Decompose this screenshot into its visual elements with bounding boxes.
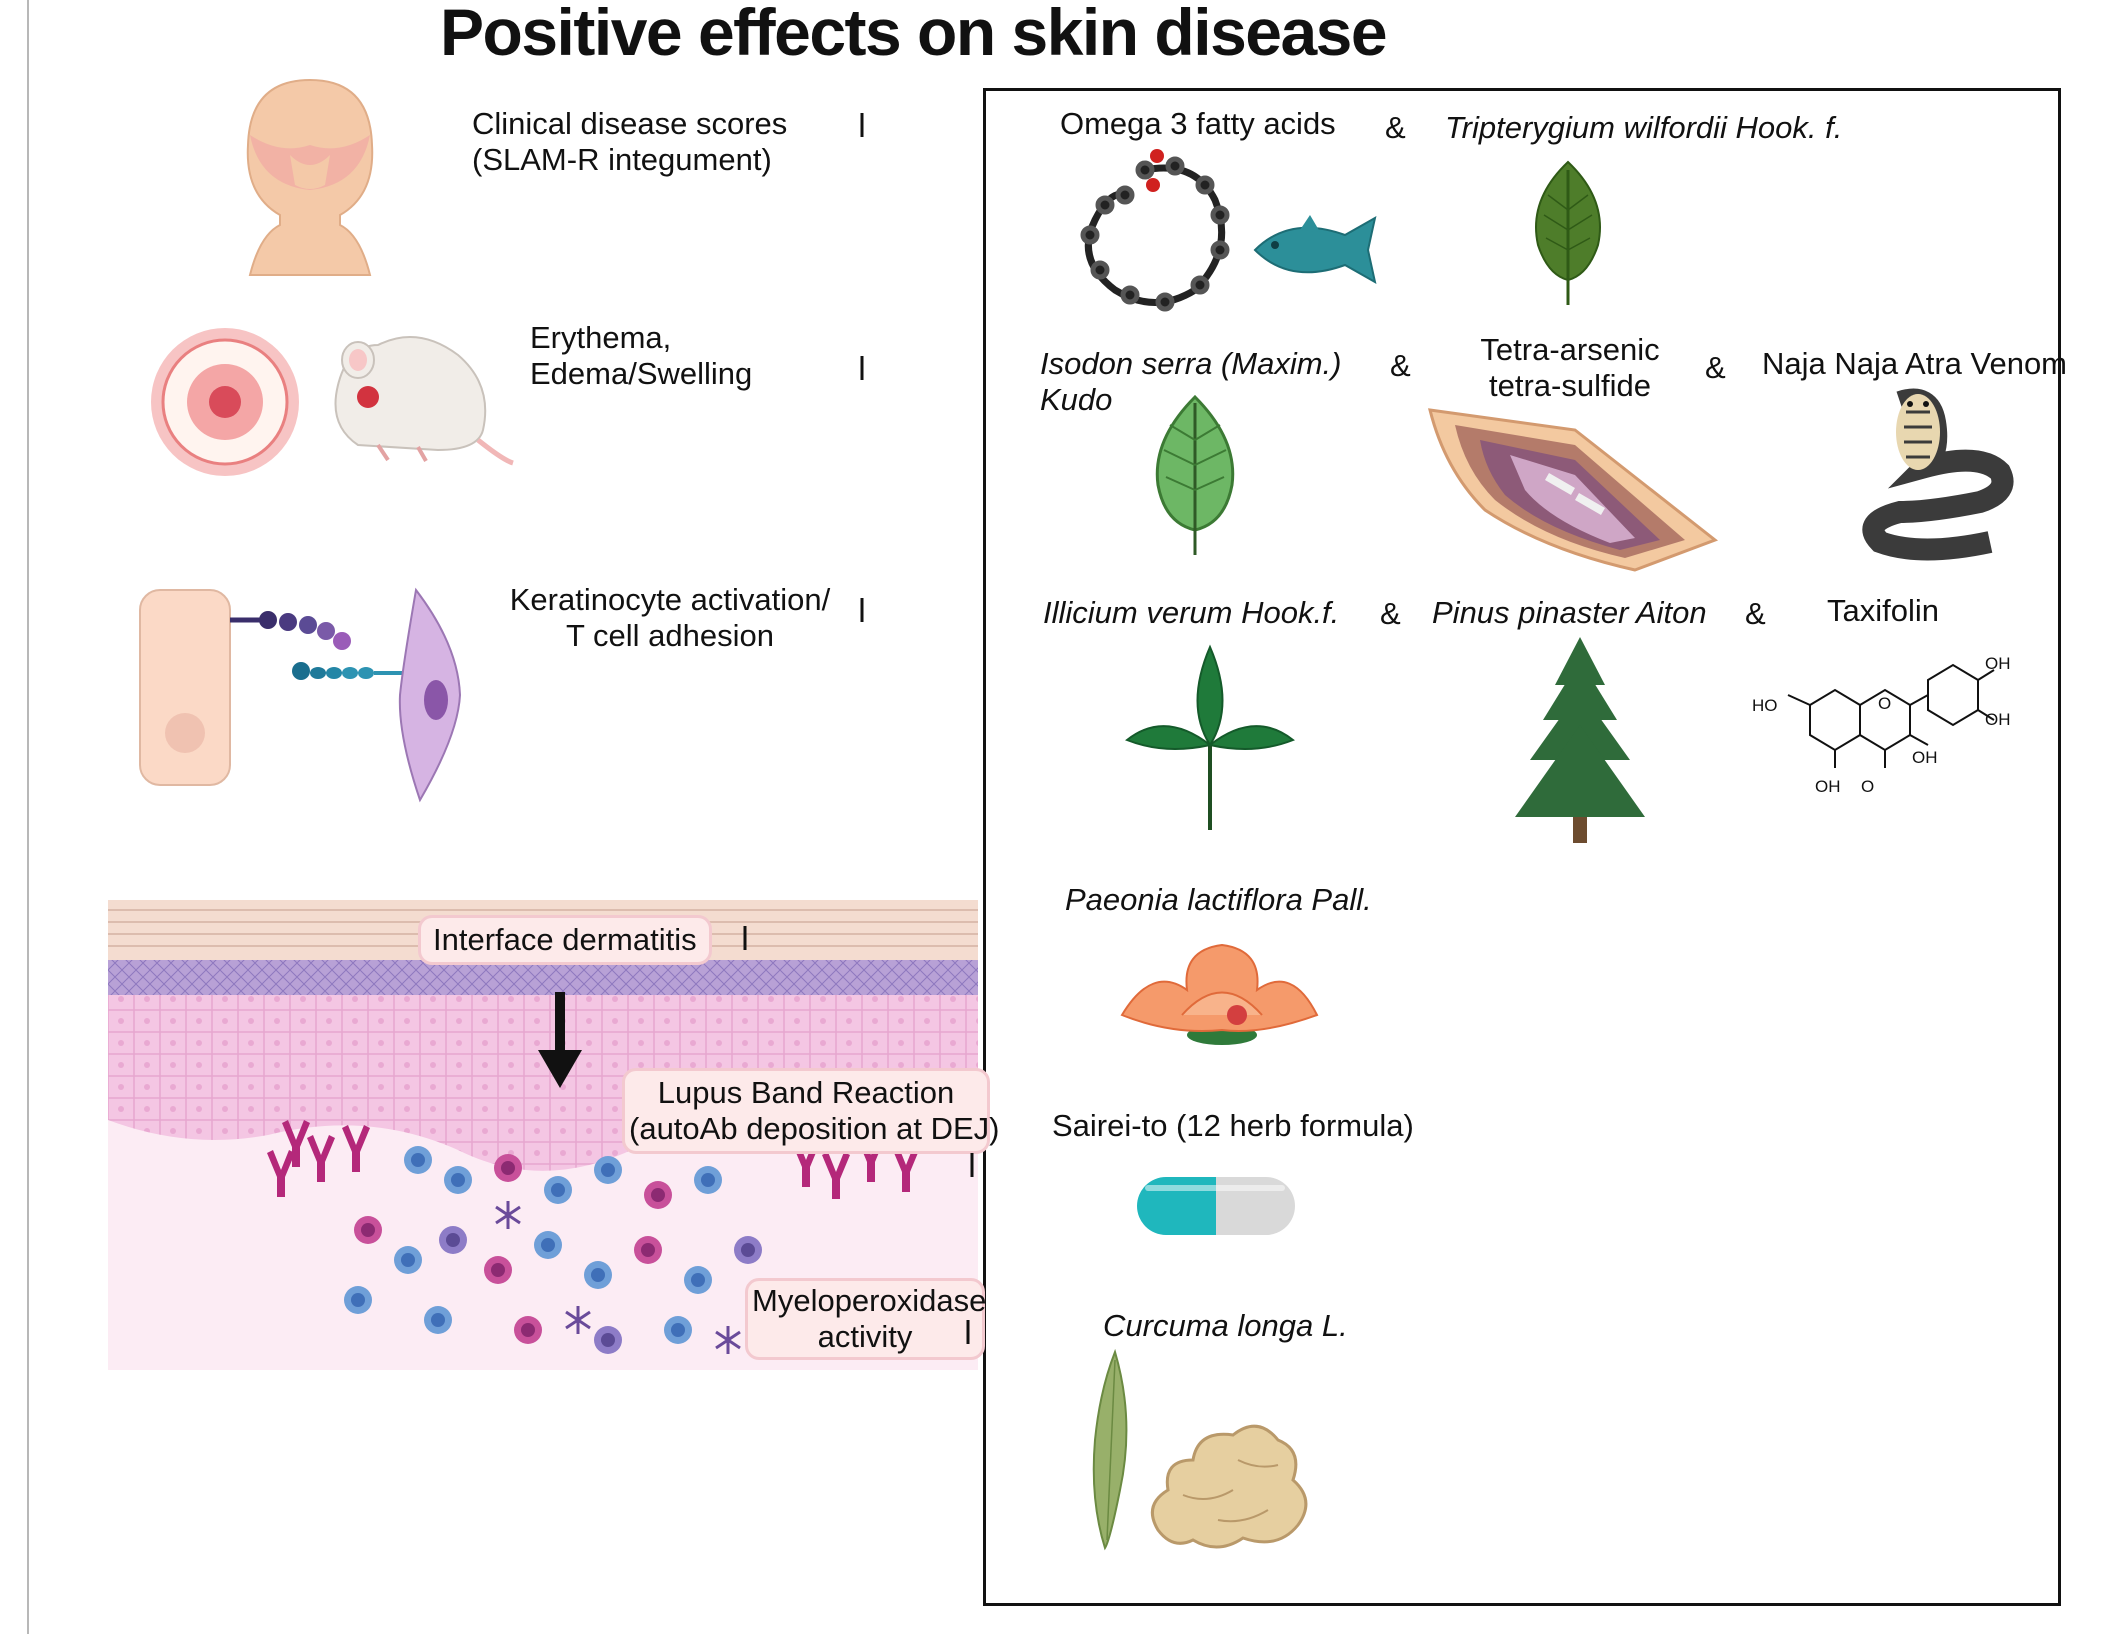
taxifolin-oh-4: OH xyxy=(1815,777,1841,796)
treatment-pinus: Pinus pinaster Aiton xyxy=(1432,595,1707,630)
effect-clinical-line1: Clinical disease scores xyxy=(472,106,788,141)
effect-myeloperoxidase-line1: Myeloperoxidase xyxy=(752,1283,987,1318)
treatment-sairei: Sairei-to (12 herb formula) xyxy=(1052,1108,1414,1143)
taxifolin-o-ring: O xyxy=(1878,694,1892,713)
taxifolin-o-keto: O xyxy=(1861,777,1875,796)
effect-interface-dermatitis: Interface dermatitis xyxy=(418,915,712,965)
effect-keratinocyte-line1: Keratinocyte activation/ xyxy=(509,582,831,617)
taxifolin-oh-3: OH xyxy=(1912,748,1938,767)
treatment-tripterygium: Tripterygium wilfordii Hook. f. xyxy=(1445,110,1843,145)
treatment-illicium: Illicium verum Hook.f. xyxy=(1043,595,1340,630)
effect-lupus-band-line1: Lupus Band Reaction xyxy=(657,1075,955,1110)
effect-lupus-band: Lupus Band Reaction (autoAb deposition a… xyxy=(622,1068,1000,1154)
ampersand-r1a: & xyxy=(1385,110,1406,145)
treatment-isodon: Isodon serra (Maxim.) Kudo xyxy=(1040,346,1341,418)
head-rash-illustration xyxy=(246,78,374,276)
effect-keratinocyte: Keratinocyte activation/ T cell adhesion xyxy=(500,582,840,654)
taxifolin-structure-icon xyxy=(1787,663,1995,768)
ampersand-r3b: & xyxy=(1745,596,1766,631)
taxifolin-oh-1: OH xyxy=(1985,654,2011,673)
curcuma-leaf-icon xyxy=(1092,1348,1128,1551)
cobra-icon xyxy=(1862,388,2014,561)
effect-clinical-line2: (SLAM-R integument) xyxy=(472,142,772,177)
treatment-omega3: Omega 3 fatty acids xyxy=(1060,106,1336,141)
effect-myeloperoxidase: Myeloperoxidase activity xyxy=(745,1278,987,1360)
mineral-crystal-icon xyxy=(1428,408,1719,572)
turmeric-root-icon xyxy=(1150,1424,1308,1549)
ampersand-r2b: & xyxy=(1705,350,1726,385)
omega3-molecule-icon xyxy=(1080,149,1230,312)
paeonia-flower-icon xyxy=(1120,943,1319,1045)
effect-clinical-scores: Clinical disease scores (SLAM-R integume… xyxy=(472,106,787,178)
effect-erythema-line1: Erythema, xyxy=(530,320,672,355)
effect-erythema: Erythema, Edema/Swelling xyxy=(530,320,752,392)
skin-lesion-illustration xyxy=(151,328,299,476)
effect-keratinocyte-line2: T cell adhesion xyxy=(566,618,774,653)
treatment-tetra-arsenic-line1: Tetra-arsenic xyxy=(1480,332,1660,367)
treatments-box xyxy=(983,88,2061,1606)
treatment-naja: Naja Naja Atra Venom xyxy=(1762,346,2068,381)
ampersand-r2a: & xyxy=(1390,348,1411,383)
treatment-tetra-arsenic-line2: tetra-sulfide xyxy=(1489,368,1651,403)
isodon-leaf-icon xyxy=(1155,394,1235,555)
treatment-tetra-arsenic: Tetra-arsenic tetra-sulfide xyxy=(1470,332,1670,404)
figure-title: Positive effects on skin disease xyxy=(440,0,1388,69)
effect-lupus-band-line2: (autoAb deposition at DEJ) xyxy=(629,1111,1000,1146)
effect-erythema-line2: Edema/Swelling xyxy=(530,356,753,391)
keratinocyte-tcell-illustration xyxy=(139,587,462,803)
ampersand-r3a: & xyxy=(1380,596,1401,631)
treatment-paeonia: Paeonia lactiflora Pall. xyxy=(1065,882,1372,917)
left-border-line xyxy=(27,0,29,1634)
treatment-curcuma: Curcuma longa L. xyxy=(1103,1308,1348,1343)
effect-myeloperoxidase-line2: activity xyxy=(817,1319,913,1354)
mouse-illustration xyxy=(334,336,514,466)
tripterygium-leaf-icon xyxy=(1535,160,1601,305)
taxifolin-ho: HO xyxy=(1752,696,1778,715)
treatment-taxifolin: Taxifolin xyxy=(1827,593,1939,628)
pine-tree-icon xyxy=(1515,637,1645,843)
treatment-isodon-line2: Kudo xyxy=(1040,382,1113,417)
fish-icon xyxy=(1253,215,1377,284)
treatment-isodon-line1: Isodon serra (Maxim.) xyxy=(1040,346,1342,381)
taxifolin-oh-2: OH xyxy=(1985,710,2011,729)
illicium-leaf-icon xyxy=(1125,644,1295,830)
capsule-pill-icon xyxy=(1137,1177,1295,1235)
